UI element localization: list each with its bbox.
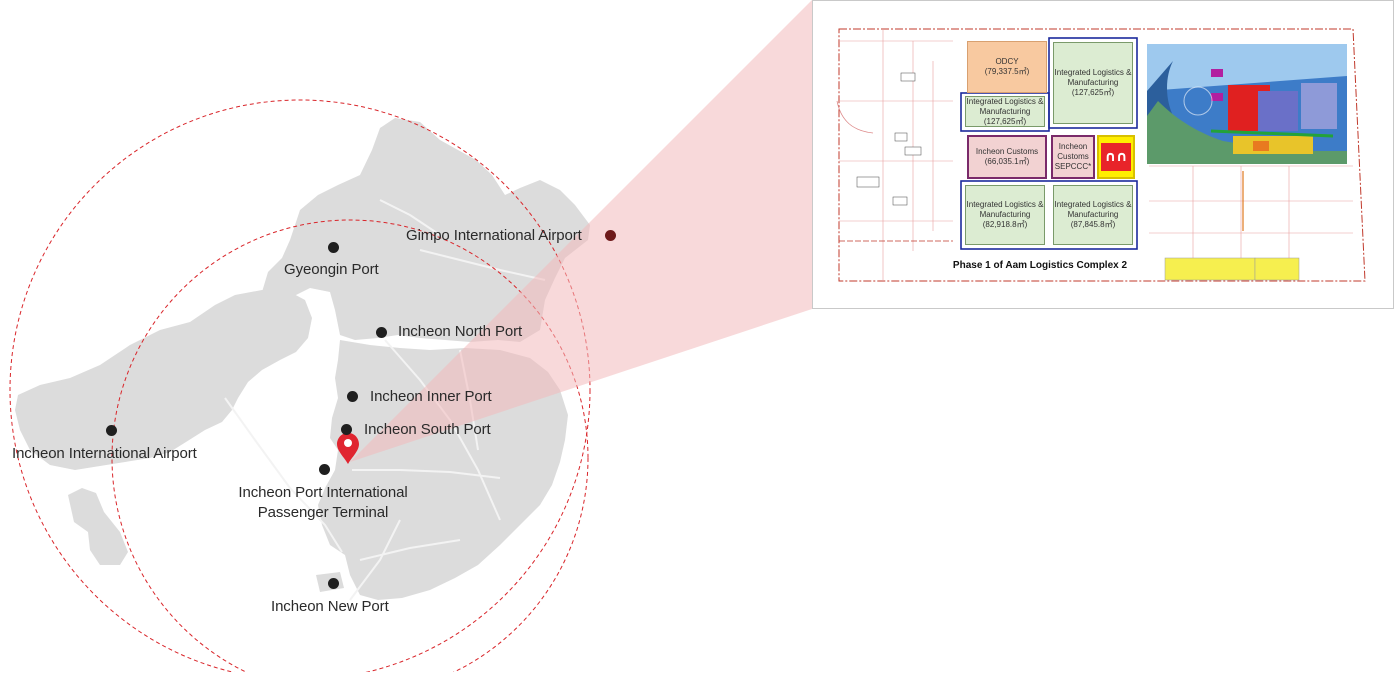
zone-customs: Incheon Customs (66,035.1㎡) [967,135,1047,179]
inset-caption: Phase 1 of Aam Logistics Complex 2 [952,260,1128,271]
zone-ilm-tall-name: Integrated Logistics & Manufacturing [1054,68,1132,87]
south-port-dot [341,424,352,435]
zone-customs-name: Incheon Customs [975,147,1039,156]
incheon-airport-label: Incheon International Airport [12,445,197,462]
gyeongin-port-label: Gyeongin Port [284,261,379,278]
site-plan-drawing [836,28,1366,282]
zone-ilm-right: Integrated Logistics & Manufacturing (87… [1053,185,1133,245]
inner-range-circle [111,219,589,677]
new-port-dot [328,578,339,589]
north-port-dot [376,327,387,338]
yeongjong-island [15,290,312,470]
location-pin-icon[interactable] [337,433,359,464]
passenger-terminal-label: Incheon Port International Passenger Ter… [238,484,408,521]
zone-ilm-right-name: Integrated Logistics & Manufacturing [1054,200,1132,219]
incheon-airport-dot [106,425,117,436]
zone-ilm-left: Integrated Logistics & Manufacturing (82… [965,185,1045,245]
south-port-label: Incheon South Port [364,421,491,438]
zone-ilm-right-area: (87,845.8㎡) [1070,220,1116,229]
zone-sepccc-name: Incheon Customs SEPCCC* [1054,142,1092,171]
company-logo-mark: ∩∩ [1101,143,1131,171]
zone-odcy-area: (79,337.5㎡) [984,67,1030,76]
zone-customs-area: (66,035.1㎡) [984,157,1030,166]
inner-port-dot [347,391,358,402]
new-port-label: Incheon New Port [271,598,389,615]
callout-wedge [350,0,812,462]
north-port-label: Incheon North Port [398,323,523,340]
gimpo-peninsula [262,118,590,342]
zone-odcy: ODCY (79,337.5㎡) [967,41,1047,93]
company-logo: ∩∩ [1097,135,1135,179]
gyeongin-port-dot [328,242,339,253]
zone-ilm-tall: Integrated Logistics & Manufacturing (12… [1053,42,1133,124]
zone-ilm-small-area: (127,625㎡) [983,116,1027,126]
zone-ilm-small: Integrated Logistics & Manufacturing (12… [965,96,1045,127]
gimpo-airport-dot [605,230,616,241]
south-island [68,488,128,565]
zone-ilm-left-name: Integrated Logistics & Manufacturing [966,200,1044,219]
zone-ilm-left-area: (82,918.8㎡) [982,220,1028,229]
zone-sepccc: Incheon Customs SEPCCC* [1051,135,1095,179]
inner-port-label: Incheon Inner Port [370,388,492,405]
zone-ilm-tall-area: (127,625㎡) [1071,88,1115,97]
site-plan-inset: ODCY (79,337.5㎡) Integrated Logistics & … [812,0,1394,309]
gimpo-airport-label: Gimpo International Airport [406,227,582,244]
zone-odcy-name: ODCY [995,57,1019,66]
outer-range-circle [9,99,591,677]
aerial-photo [1147,44,1347,164]
zone-ilm-small-name: Integrated Logistics & Manufacturing [966,96,1044,116]
passenger-terminal-dot [319,464,330,475]
